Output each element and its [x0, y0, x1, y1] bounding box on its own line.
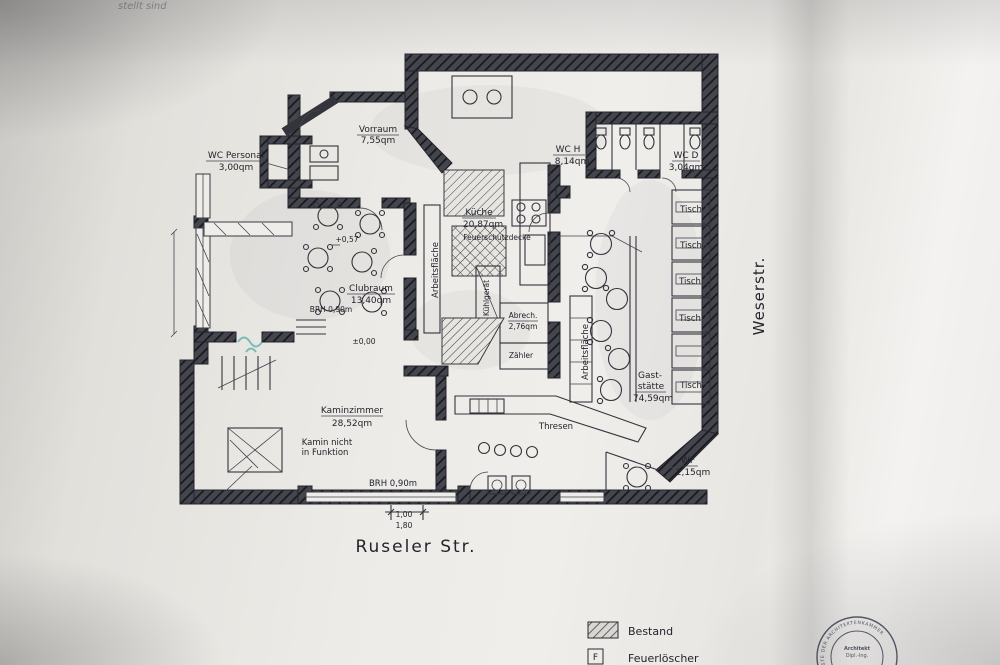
street-name-right: Weserstr.: [750, 257, 768, 336]
room-label-wf: WF: [681, 456, 695, 466]
stamp-line-2: Dipl.-Ing.: [846, 653, 869, 659]
room-label-clubraum: Clubraum: [349, 284, 393, 294]
room-area-wc-h: 8,14qm: [555, 157, 590, 167]
room-area-wc-d: 3,04qm: [669, 163, 704, 173]
note-kamin-2: in Funktion: [302, 448, 349, 458]
room-label-gast-1: Gast-: [638, 371, 662, 381]
legend-bestand-swatch: [587, 621, 619, 639]
room-area-abrech: 2,76qm: [509, 322, 538, 331]
fireplace: [227, 427, 283, 473]
dim-top-label: 1,00: [396, 510, 413, 519]
room-label-zaehler: Zähler: [509, 351, 534, 360]
pencil-scribble: [237, 336, 263, 353]
room-label-gast-2: stätte: [638, 382, 665, 392]
handwriting-note: stellt sind: [118, 1, 167, 12]
room-area-kaminzimmer: 28,52qm: [332, 419, 372, 429]
room-labels: stellt sind Vorraum 7,55qm WC Personal 3…: [118, 1, 768, 557]
tisch-label-1: Tisch: [679, 205, 702, 215]
kitchen-fittings: [380, 75, 551, 365]
stairs: [213, 319, 326, 503]
tisch-label-2: Tisch: [679, 241, 702, 251]
tisch-label-5: Tisch: [679, 381, 702, 391]
street-name-bottom: Ruseler Str.: [355, 537, 476, 557]
gaststaette-tables: [581, 229, 637, 405]
brh-left-label: BRH 0,90m: [310, 305, 352, 314]
room-label-wc-d: WC D: [674, 151, 699, 161]
level-zero-label: ±0,00: [353, 337, 376, 346]
toilet-fixtures: [595, 127, 701, 150]
wf-room: [605, 451, 679, 492]
room-label-kaminzimmer: Kaminzimmer: [321, 406, 384, 416]
room-label-vorraum: Vorraum: [359, 125, 397, 135]
bar-counter: [454, 235, 647, 495]
interior-walls: [193, 70, 719, 505]
dimension-marks: [170, 228, 429, 520]
brh-bottom-label: BRH 0,90m: [369, 479, 417, 489]
note-feuerschutzdecke: Feuerschutzdecke: [463, 233, 531, 242]
vorraum-fixtures: [299, 109, 383, 231]
room-label-wc-h: WC H: [556, 145, 581, 155]
clubraum-tables: [302, 201, 388, 317]
room-label-wc-personal: WC Personal: [208, 151, 264, 161]
tisch-label-4: Tisch: [678, 314, 701, 324]
thresen-label: Thresen: [538, 422, 573, 432]
room-area-clubraum: 13,40qm: [351, 296, 391, 306]
architect-stamp: ARCHITEKTENLISTE DER ARCHITEKTENKAMMER A…: [816, 616, 898, 665]
legend-f-glyph: F: [593, 653, 598, 663]
room-area-kueche: 20,87qm: [463, 220, 503, 230]
level-plus-label: +0,57: [336, 235, 359, 244]
room-label-kueche: Küche: [465, 208, 493, 218]
room-area-vorraum: 7,55qm: [361, 136, 396, 146]
kuehlgeraet-label: Kühlgerät: [482, 280, 491, 316]
stamp-line-1: Architekt: [844, 646, 871, 652]
arbeitsflaeche-gast-label: Arbeitsfläche: [581, 324, 591, 380]
room-area-gast: 74,59qm: [633, 394, 673, 404]
tisch-booths: [671, 189, 711, 405]
legend-feuerloescher-symbol: [587, 648, 604, 665]
door-arcs: [405, 419, 489, 491]
room-label-abrech: Abrech.: [509, 311, 538, 320]
legend: Bestand F Feuerlöscher: [587, 621, 699, 665]
room-area-wc-personal: 3,00qm: [219, 163, 254, 173]
legend-feuerloescher-label: Feuerlöscher: [628, 652, 699, 665]
legend-bestand-label: Bestand: [628, 625, 673, 638]
arbeitsflaeche-kueche-label: Arbeitsfläche: [431, 242, 441, 298]
tisch-label-3: Tisch: [678, 277, 701, 287]
note-kamin-1: Kamin nicht: [302, 438, 353, 448]
wc-stalls: [595, 124, 701, 193]
room-area-wf: 2,15qm: [676, 468, 711, 478]
windows: [195, 173, 605, 503]
dim-bottom-label: 1,80: [396, 521, 413, 530]
